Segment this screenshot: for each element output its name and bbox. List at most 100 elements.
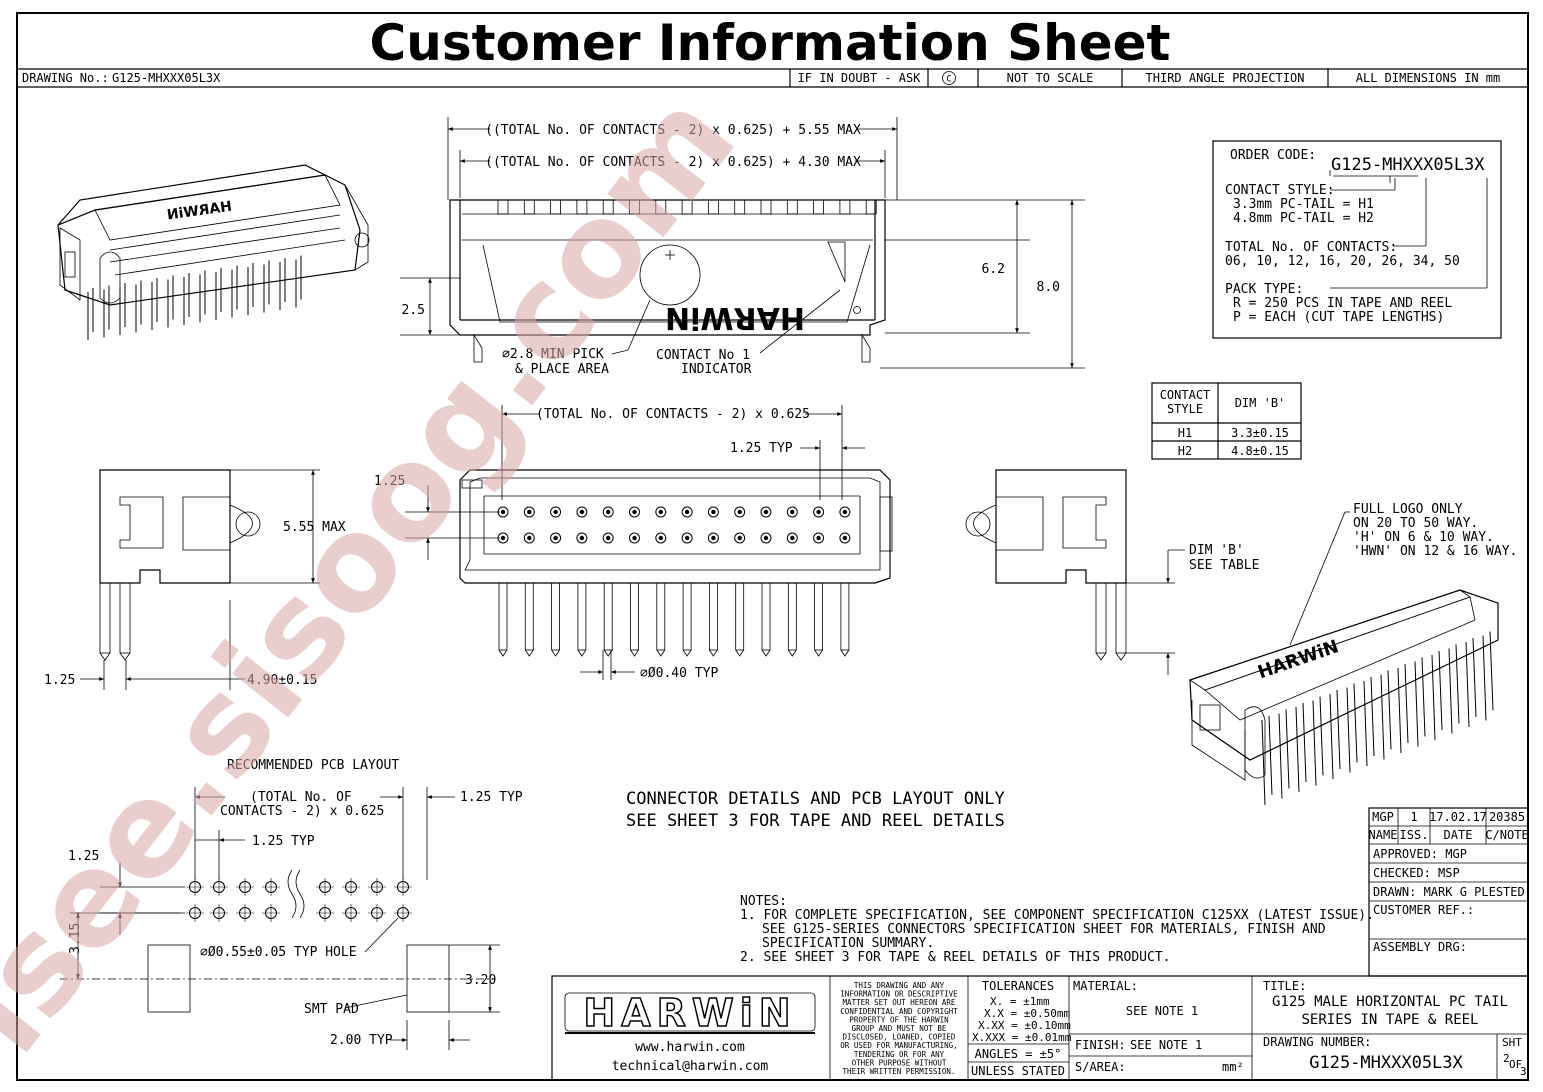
confidential-line: PROPERTY OF THE HARWIN bbox=[849, 1015, 948, 1024]
iso-right-pin bbox=[1336, 689, 1341, 770]
dim-b-see-table: SEE TABLE bbox=[1189, 558, 1259, 573]
top-rib bbox=[629, 199, 640, 215]
top-rib bbox=[813, 199, 824, 215]
top-rib bbox=[839, 199, 851, 215]
unless-stated: UNLESS STATED bbox=[971, 1064, 1065, 1078]
drawing-number-value: G125-MHXXX05L3X bbox=[1309, 1053, 1463, 1073]
dim-b-row-2-dim: 4.8±0.15 bbox=[1231, 444, 1289, 458]
contact-dot bbox=[790, 535, 795, 541]
front-pin-tip bbox=[709, 649, 718, 657]
pick-place-circle bbox=[639, 244, 701, 306]
customer-ref: CUSTOMER REF.: bbox=[1373, 903, 1474, 917]
contact-dot bbox=[632, 535, 637, 541]
contact-style-h1: 3.3mm PC-TAIL = H1 bbox=[1233, 197, 1374, 212]
pack-type-r: R = 250 PCS IN TAPE AND REEL bbox=[1233, 296, 1452, 311]
tolerances-title: TOLERANCES bbox=[982, 979, 1054, 993]
side-dim-1-25: 1.25 bbox=[44, 673, 75, 688]
checked: CHECKED: MSP bbox=[1373, 866, 1460, 880]
contact-dot bbox=[632, 509, 637, 515]
front-pin-tip bbox=[577, 649, 587, 657]
note-1c: SPECIFICATION SUMMARY. bbox=[762, 936, 934, 951]
connector-side-view-left bbox=[80, 469, 320, 690]
iso-right-pin bbox=[1380, 674, 1385, 760]
website: www.harwin.com bbox=[635, 1040, 745, 1055]
rev-h-date: DATE bbox=[1444, 828, 1473, 842]
iso-right-pin bbox=[1285, 709, 1290, 789]
confidential-line: MATTER SET OUT HEREON ARE bbox=[843, 998, 956, 1007]
confidential-line: THIS DRAWING AND ANY bbox=[854, 981, 945, 990]
copyright-symbol: C bbox=[946, 75, 951, 85]
front-pin-tip bbox=[840, 649, 850, 657]
order-code-label: ORDER CODE: bbox=[1230, 148, 1316, 163]
iso-right-pin bbox=[1489, 631, 1494, 711]
front-pin bbox=[551, 582, 560, 651]
front-pin bbox=[735, 582, 745, 651]
front-pin bbox=[630, 582, 639, 651]
front-pin-tip bbox=[656, 649, 666, 657]
contact-dot bbox=[711, 535, 716, 541]
confidential-line: GROUP AND MUST NOT BE bbox=[852, 1024, 947, 1033]
finish-label: FINISH: bbox=[1075, 1038, 1126, 1052]
title-label: TITLE: bbox=[1263, 979, 1306, 993]
approved: APPROVED: MGP bbox=[1373, 847, 1467, 861]
contact-dot bbox=[790, 509, 795, 515]
pick-area-label-1: ⌀2.8 MIN PICK bbox=[502, 347, 604, 362]
dimension-units: ALL DIMENSIONS IN mm bbox=[1356, 71, 1501, 85]
iso-right-pin bbox=[1465, 641, 1470, 728]
iso-right-pin bbox=[1448, 648, 1453, 734]
top-rib bbox=[760, 199, 772, 215]
top-rib bbox=[602, 199, 614, 215]
contact-dot bbox=[816, 535, 821, 541]
drawn: DRAWN: MARK G PLESTED bbox=[1373, 885, 1525, 899]
front-pin bbox=[656, 582, 666, 651]
rev-h-iss: ISS. bbox=[1400, 828, 1429, 842]
pick-area-label-2: & PLACE AREA bbox=[515, 362, 609, 377]
front-pin-tip bbox=[814, 649, 823, 657]
contact-dot bbox=[684, 535, 690, 541]
area-label: S/AREA: bbox=[1075, 1060, 1126, 1074]
contact-dot bbox=[606, 509, 611, 515]
contact-indicator-2: INDICATOR bbox=[681, 362, 752, 377]
confidential-line: INFORMATION OR DESCRIPTIVE bbox=[840, 990, 958, 999]
contact-dot bbox=[579, 535, 585, 541]
dim-6-2: 6.2 bbox=[982, 262, 1005, 277]
iso-right-pin bbox=[1346, 687, 1351, 773]
rev-h-cnote: C/NOTE bbox=[1485, 828, 1528, 842]
pcb-dim-1-25-typ-right: 1.25 TYP bbox=[460, 790, 523, 805]
drawing-title-line-2: SERIES IN TAPE & REEL bbox=[1301, 1012, 1478, 1028]
connector-iso-view-left: HARWiN bbox=[57, 164, 370, 340]
confidential-line: OR USED FOR MANUFACTURING, bbox=[840, 1041, 957, 1050]
title-block-logo: HARWiN bbox=[583, 991, 796, 1035]
contact-style-h2: 4.8mm PC-TAIL = H2 bbox=[1233, 211, 1374, 226]
notes-title: NOTES: bbox=[740, 894, 787, 909]
front-pin-tip bbox=[787, 649, 797, 657]
front-pin bbox=[709, 582, 718, 651]
contact-style-label: CONTACT STYLE: bbox=[1225, 183, 1335, 198]
top-rib bbox=[655, 199, 667, 215]
confidential-line: TENDERING OR FOR ANY bbox=[854, 1050, 945, 1059]
iso-right-pin bbox=[1312, 700, 1317, 786]
sht-label: SHT bbox=[1502, 1036, 1522, 1049]
top-rib bbox=[681, 199, 693, 215]
contact-dot bbox=[658, 509, 663, 515]
drawing-no-value: G125-MHXXX05L3X bbox=[112, 71, 221, 85]
contact-dot bbox=[737, 535, 742, 541]
front-dim-1-25: 1.25 bbox=[374, 474, 405, 489]
assembly-drg: ASSEMBLY DRG: bbox=[1373, 940, 1467, 954]
confidential-line: DISCLOSED, LOANED, COPIED bbox=[843, 1033, 956, 1042]
title-block bbox=[551, 975, 1529, 1081]
contact-dot bbox=[553, 535, 558, 541]
sht-no: 2 bbox=[1503, 1052, 1510, 1065]
rev-name: MGP bbox=[1372, 810, 1394, 824]
front-pin-tip bbox=[735, 649, 745, 657]
not-to-scale: NOT TO SCALE bbox=[1007, 71, 1094, 85]
material-value: SEE NOTE 1 bbox=[1126, 1004, 1198, 1018]
pcb-dim-1-25-typ-left: 1.25 TYP bbox=[252, 834, 315, 849]
contact-dot bbox=[737, 509, 742, 515]
note-2: 2. SEE SHEET 3 FOR TAPE & REEL DETAILS O… bbox=[740, 950, 1170, 965]
side-dim-5-55: 5.55 MAX bbox=[283, 520, 346, 535]
tol-x: X. = ±1mm bbox=[990, 995, 1050, 1008]
iso-right-pin bbox=[1370, 676, 1375, 757]
front-pin bbox=[524, 582, 534, 651]
top-rib bbox=[497, 199, 509, 215]
